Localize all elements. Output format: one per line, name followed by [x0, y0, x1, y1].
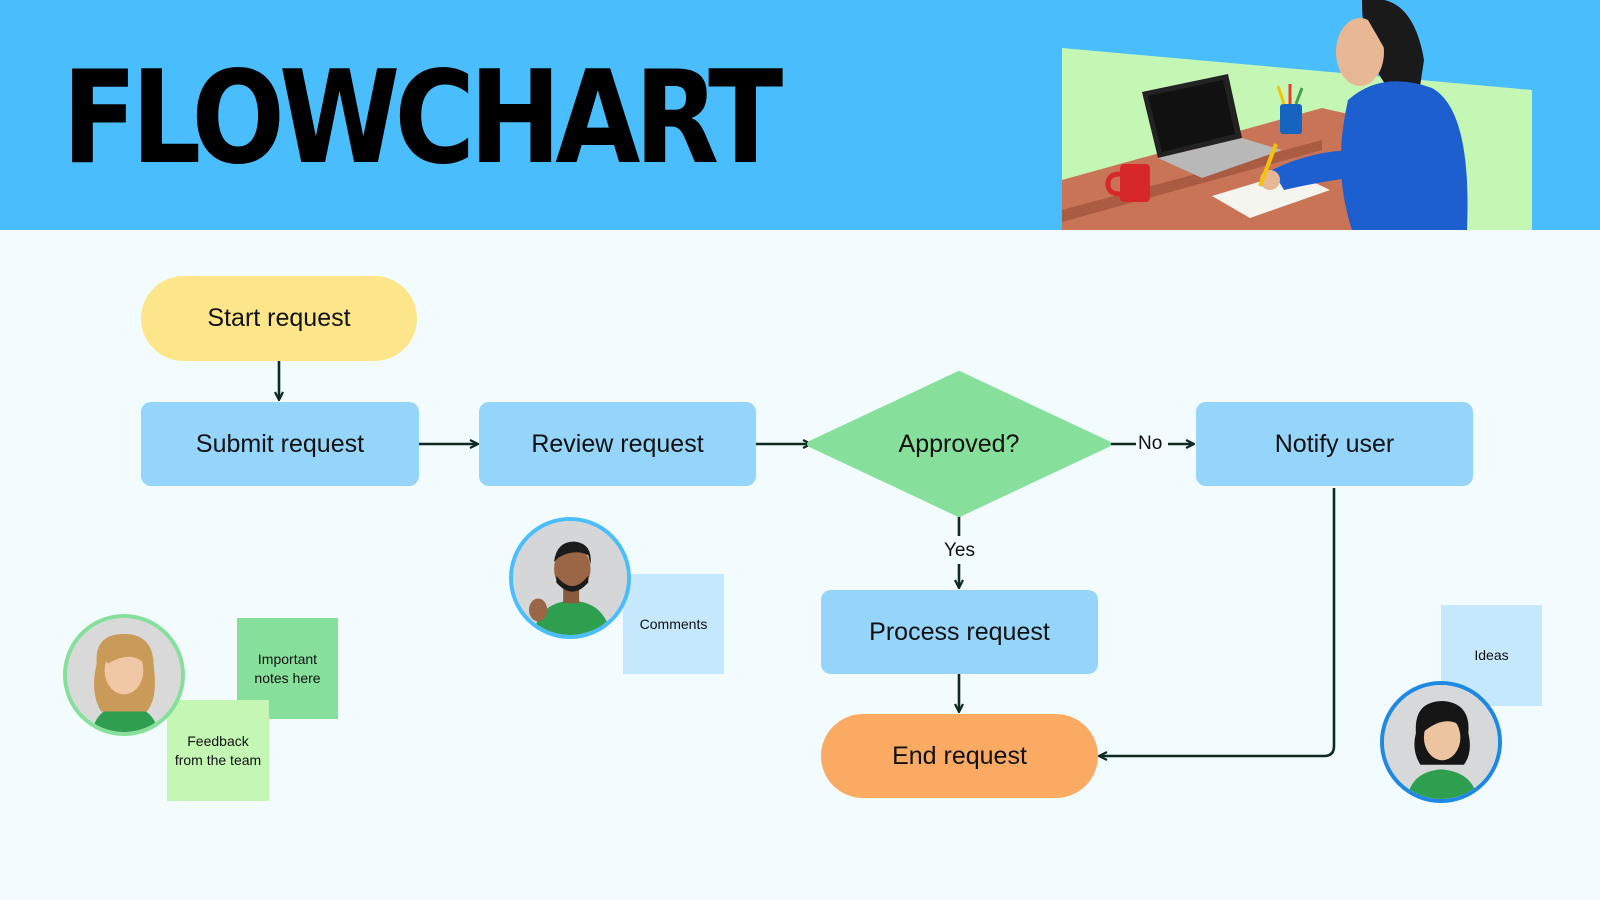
avatar-woman-dark-icon[interactable]: [1380, 681, 1502, 803]
sticky-note-comments[interactable]: Comments: [623, 574, 724, 674]
notify-user-label: Notify user: [1274, 429, 1395, 458]
review-request-node[interactable]: Review request: [479, 402, 756, 486]
process-request-node[interactable]: Process request: [821, 590, 1098, 674]
submit-request-label: Submit request: [195, 429, 365, 458]
approved-decision-label[interactable]: Approved?: [898, 430, 1020, 458]
avatar-man-icon[interactable]: [509, 517, 631, 639]
person-at-desk-illustration: [1062, 0, 1532, 230]
start-request-label: Start request: [207, 304, 351, 332]
header-banner: FLOWCHART: [0, 0, 1600, 230]
submit-request-node[interactable]: Submit request: [141, 402, 419, 486]
edge-label-yes: Yes: [942, 540, 977, 562]
sticky-note-comments-text: Comments: [639, 615, 708, 632]
edge-label-no: No: [1136, 433, 1165, 455]
sticky-note-feedback-text: Feedback from the team: [174, 732, 262, 768]
review-request-label: Review request: [531, 429, 704, 458]
avatar-woman-icon[interactable]: [63, 614, 185, 736]
page-title: FLOWCHART: [62, 44, 783, 193]
process-request-label: Process request: [869, 617, 1050, 646]
sticky-note-feedback[interactable]: Feedback from the team: [167, 700, 269, 801]
end-request-label: End request: [892, 741, 1027, 770]
sticky-note-ideas-text: Ideas: [1474, 647, 1509, 663]
edge-notify-end: [1100, 488, 1336, 756]
sticky-note-important-text: Important notes here: [254, 650, 321, 686]
notify-user-node[interactable]: Notify user: [1196, 402, 1473, 486]
end-request-node[interactable]: End request: [821, 714, 1098, 798]
start-request-node[interactable]: Start request: [141, 276, 417, 361]
